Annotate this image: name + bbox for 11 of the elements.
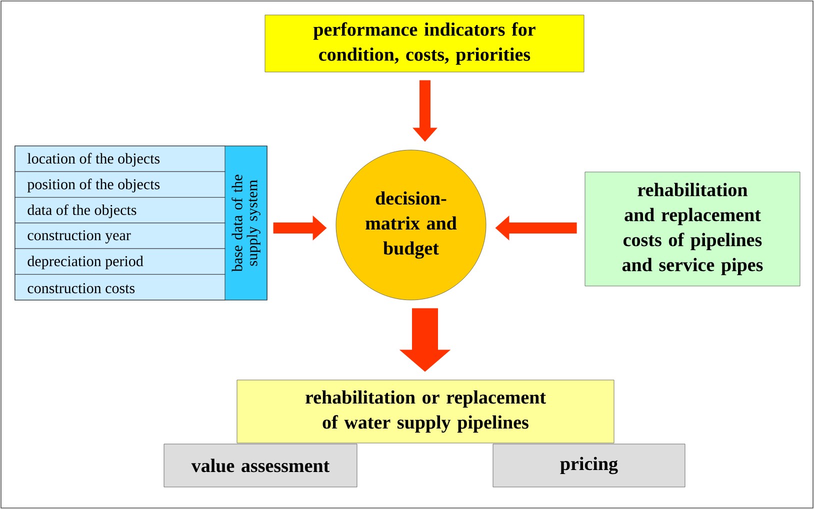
text-box: value assessment (164, 444, 358, 488)
table-row: location of the objects (14, 146, 226, 172)
text-box: performance indicators for condition, costs, priorities (264, 14, 584, 72)
text-box: rehabilitation or replacement of water supply pipelines (236, 380, 614, 444)
table-row: construction costs (14, 274, 226, 300)
text-box: pricing (492, 444, 686, 488)
table-row: construction year (14, 222, 226, 249)
table-row: position of the objects (14, 171, 226, 198)
table-row: data of the objects (14, 197, 226, 224)
table-row: depreciation period (14, 248, 226, 275)
text-box: rehabilitation and replacement costs of pipelines and service pipes (584, 172, 800, 286)
